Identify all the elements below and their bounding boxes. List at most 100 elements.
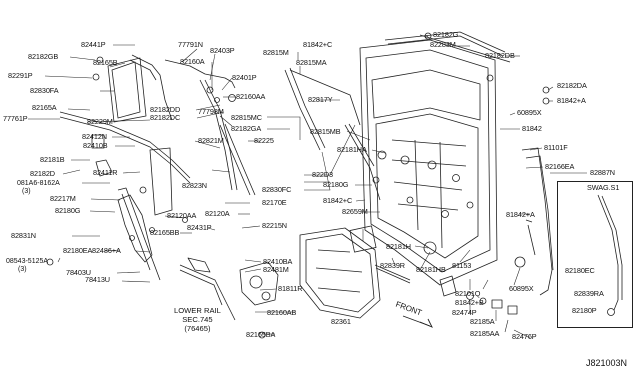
callout-label: 82182D [30, 169, 55, 178]
callout-label: 82215N [262, 221, 287, 230]
callout-label: 78403U [66, 268, 91, 277]
regulator-arm [117, 194, 153, 263]
callout-label: 82180G [55, 206, 81, 215]
callout-label: 77761P [3, 114, 28, 123]
callout-label: 82120A [205, 209, 230, 218]
callout-label: 82486+A [92, 246, 121, 255]
callout-label: 82361 [331, 317, 351, 326]
callout-label: 82887N [590, 168, 615, 177]
callout-label: 82229M [87, 117, 113, 126]
variant-box [557, 181, 633, 328]
callout-label: 82815M [263, 48, 289, 57]
callout-label: 82839R [380, 261, 405, 270]
callout-label: 82403P [210, 46, 235, 55]
callout-label: 82180EA [63, 246, 93, 255]
callout-label: 82410BA [263, 257, 293, 266]
callout-label: 82185A [470, 317, 495, 326]
callout-label: 82182DD [150, 105, 181, 114]
callout-label: 82181HA [337, 145, 367, 154]
callout-label: 82412N [82, 132, 107, 141]
callout-label: 82821M [198, 136, 224, 145]
callout-label: 82830FC [262, 185, 292, 194]
roller-assembly [239, 261, 279, 306]
section-note-line: SEC.745 [182, 315, 213, 324]
callout-label: 81842 [522, 124, 542, 133]
section-note: LOWER RAIL SEC.745 (76465) [174, 306, 221, 333]
callout-label: 82476P [512, 332, 537, 341]
callout-label: 82181HB [416, 265, 446, 274]
callout-label: 78413U [85, 275, 110, 284]
callout-label: 82101Q [455, 289, 481, 298]
callout-label: 82831N [11, 231, 36, 240]
callout-label: 82411R [93, 168, 118, 177]
callout-label: 81153 [452, 261, 472, 270]
callout-label: 82181B [40, 155, 65, 164]
callout-label: 82165BB [150, 228, 180, 237]
callout-label: 82165BA [246, 330, 276, 339]
callout-label: 82180P [572, 306, 597, 315]
front-arrow [402, 315, 433, 328]
callout-label: 60895X [517, 108, 542, 117]
door-panel [359, 39, 498, 286]
callout-label: 82815MB [310, 127, 341, 136]
callout-label: 81842+B [455, 298, 484, 307]
callout-label: 822D3 [312, 170, 334, 179]
callout-label: 82830FA [30, 86, 59, 95]
callout-label: 82182GA [231, 124, 262, 133]
lower-rail [179, 264, 236, 321]
callout-label: 82160A [180, 57, 205, 66]
sash-bracket [149, 147, 173, 216]
callout-label: 77798M [198, 107, 224, 116]
callout-label: 82120AA [167, 211, 197, 220]
callout-label: 82165A [32, 103, 57, 112]
callout-label: 82815MA [296, 58, 327, 67]
rear-weatherstrip [521, 147, 553, 296]
callout-label: 82401P [232, 73, 257, 82]
callout-label: 82180EC [565, 266, 595, 275]
callout-label: 82160AA [236, 92, 266, 101]
callout-label: 81842+A [506, 210, 535, 219]
callout-label: 82481M [263, 265, 289, 274]
callout-label: 82474P [452, 308, 477, 317]
callout-label: 081A6-8162A [17, 180, 60, 187]
callout-label: 82217M [50, 194, 76, 203]
qty-note: (3) [22, 188, 31, 195]
upper-rail [59, 111, 191, 179]
section-note-line: (76465) [184, 324, 211, 333]
door-rail-top [129, 54, 173, 121]
callout-label: 82166EA [545, 162, 575, 171]
quarter-glass [111, 61, 141, 119]
section-note-line: LOWER RAIL [174, 306, 221, 315]
callout-label: 82182DA [557, 81, 587, 90]
callout-label: 82170E [262, 198, 287, 207]
callout-label: 82291P [8, 71, 33, 80]
callout-label: 82180G [323, 180, 349, 189]
callout-label: 82160AB [267, 308, 297, 317]
callout-label: 82165B [93, 58, 118, 67]
callout-label: 82431P [187, 223, 212, 232]
callout-label: 82659M [342, 207, 368, 216]
callout-label: 82817Y [308, 95, 333, 104]
callout-label: 82182DB [485, 51, 515, 60]
callout-label: 81811R [278, 284, 303, 293]
callout-label: 82182DC [150, 113, 181, 122]
callout-label: 82823N [182, 181, 207, 190]
lock-cover [349, 225, 377, 253]
callout-label: 82815MC [231, 113, 262, 122]
leader-lines [28, 35, 587, 339]
callout-label: 77791N [178, 40, 203, 49]
callout-label: 60895X [509, 284, 534, 293]
callout-label: 82283M [430, 40, 456, 49]
diagram-code: J821003N [586, 358, 628, 368]
trim-panel-lower [299, 227, 381, 319]
callout-label: 82181H [386, 242, 411, 251]
callout-label: 82185AA [470, 329, 500, 338]
callout-label: 82441P [81, 40, 106, 49]
callout-label: 82410B [83, 141, 108, 150]
callout-label: 82182GB [28, 52, 59, 61]
callout-label: 82839RA [574, 289, 604, 298]
qty-note: (3) [18, 266, 27, 273]
callout-label: 81842+C [323, 196, 353, 205]
